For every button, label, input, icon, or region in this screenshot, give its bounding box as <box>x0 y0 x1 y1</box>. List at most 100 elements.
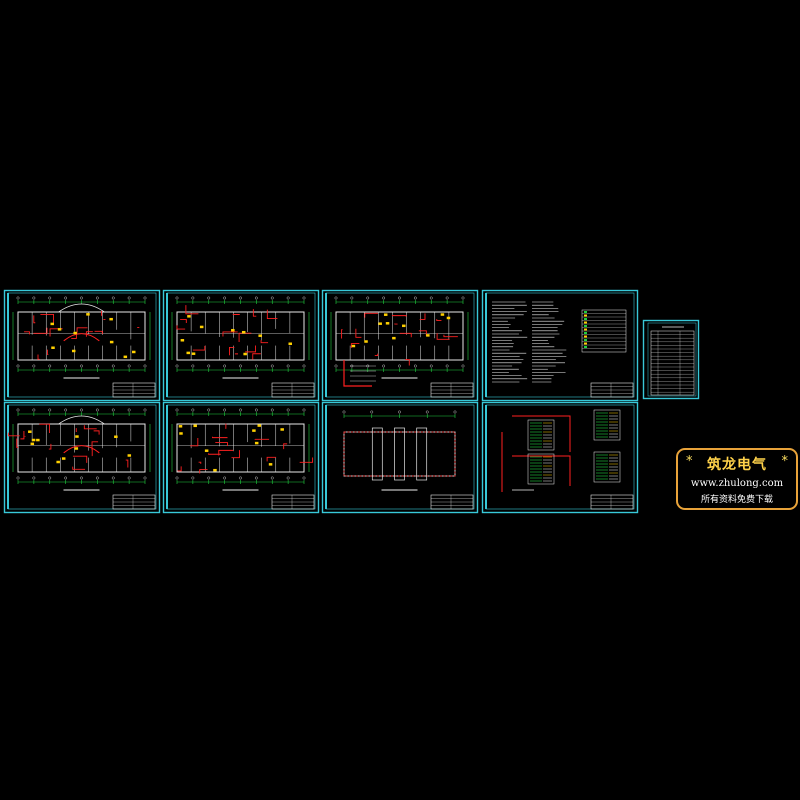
grid-bubble <box>302 476 306 480</box>
wiring-run <box>260 340 269 344</box>
light-fixture <box>268 463 273 466</box>
wiring-run <box>283 443 288 450</box>
distribution-panel <box>527 419 555 451</box>
wiring-run <box>76 327 88 333</box>
wiring-run <box>252 309 257 317</box>
grid-bubble <box>32 408 36 412</box>
grid-bubble <box>143 408 147 412</box>
wiring-run <box>212 436 228 439</box>
grid-bubble <box>32 364 36 368</box>
grid-bubble <box>48 364 52 368</box>
wiring-run <box>231 450 240 459</box>
light-fixture <box>191 352 196 355</box>
index-border <box>642 319 700 400</box>
light-fixture <box>231 328 235 332</box>
grid-bubble <box>270 476 274 480</box>
distribution-panel <box>593 451 621 483</box>
grid-bubble <box>429 296 433 300</box>
grid-bubble <box>143 296 147 300</box>
grid-bubble <box>461 364 465 368</box>
grid-bubble <box>64 476 68 480</box>
grid-bubble <box>191 364 195 368</box>
light-fixture <box>73 331 77 335</box>
grid-bubble <box>175 476 179 480</box>
light-fixture <box>193 424 197 428</box>
light-fixture <box>385 322 390 325</box>
grid-bubble <box>286 408 290 412</box>
stamp-url: www.zhulong.com <box>690 478 784 489</box>
roof-parapet <box>416 427 428 481</box>
wiring-run <box>374 353 379 357</box>
grid-bubble <box>95 476 99 480</box>
light-fixture <box>57 328 62 331</box>
grid-bubble <box>223 408 227 412</box>
wiring-run <box>266 456 277 462</box>
wiring-run <box>16 438 19 448</box>
wiring-run <box>436 333 450 340</box>
grid-bubble <box>239 408 242 412</box>
grid-bubble <box>334 364 338 368</box>
wiring-run <box>192 345 206 351</box>
grid-bubble <box>32 296 36 300</box>
light-fixture <box>426 334 430 337</box>
grid-bubble <box>398 410 401 414</box>
light-fixture <box>288 342 292 346</box>
sheet-border <box>321 289 479 402</box>
wiring-run <box>222 331 238 337</box>
grid-bubble <box>16 408 20 412</box>
sheet-inner-border <box>166 404 316 510</box>
grid-bubble <box>270 296 274 300</box>
grid-bubble <box>239 476 242 480</box>
grid-bubble <box>207 296 211 300</box>
grid-bubble <box>453 410 457 414</box>
wiring-run <box>229 347 235 356</box>
light-fixture <box>254 441 259 445</box>
wiring-run <box>405 359 410 366</box>
light-fixture <box>392 336 396 340</box>
light-fixture <box>28 430 32 433</box>
sheet-border <box>321 401 479 514</box>
grid-bubble <box>175 408 179 412</box>
grid-bubble <box>143 476 147 480</box>
distribution-panel <box>593 409 621 441</box>
grid-bubble <box>445 364 449 368</box>
wiring-run <box>39 423 50 434</box>
building-outline <box>176 423 305 473</box>
wiring-run <box>71 334 77 339</box>
wiring-run <box>46 349 49 355</box>
legend-symbol <box>584 335 587 338</box>
drawing-sheet-7 <box>321 401 479 514</box>
light-fixture <box>257 424 261 427</box>
star-right-icon: * <box>781 454 789 469</box>
wiring-run <box>20 431 25 440</box>
wiring-run <box>364 312 378 318</box>
drawing-sheet-2 <box>162 289 320 402</box>
feeder-line <box>512 415 571 452</box>
light-fixture <box>179 432 183 435</box>
drawing-sheet-6 <box>162 401 320 514</box>
grid-bubble <box>207 364 211 368</box>
index-table <box>650 330 695 396</box>
building-outline <box>176 311 305 361</box>
grid-bubble <box>425 410 429 414</box>
grid-bubble <box>270 364 274 368</box>
wiring-run <box>218 449 234 456</box>
wiring-run <box>83 425 97 430</box>
light-fixture <box>204 449 209 452</box>
wiring-run <box>91 441 99 450</box>
sheet-border <box>481 401 639 514</box>
grid-bubble <box>254 408 258 412</box>
wiring-run <box>391 315 407 317</box>
roof-parapet <box>394 427 405 481</box>
light-fixture <box>241 330 246 334</box>
grid-bubble <box>16 476 20 480</box>
grid-bubble <box>48 296 52 300</box>
grid-bubble <box>254 296 258 300</box>
wiring-run <box>40 313 55 323</box>
legend-symbol <box>584 314 587 317</box>
wiring-run <box>75 428 77 432</box>
drawing-sheet-1 <box>3 289 161 402</box>
grid-bubble <box>95 364 99 368</box>
star-left-icon: * <box>686 454 693 469</box>
light-fixture <box>186 351 190 355</box>
